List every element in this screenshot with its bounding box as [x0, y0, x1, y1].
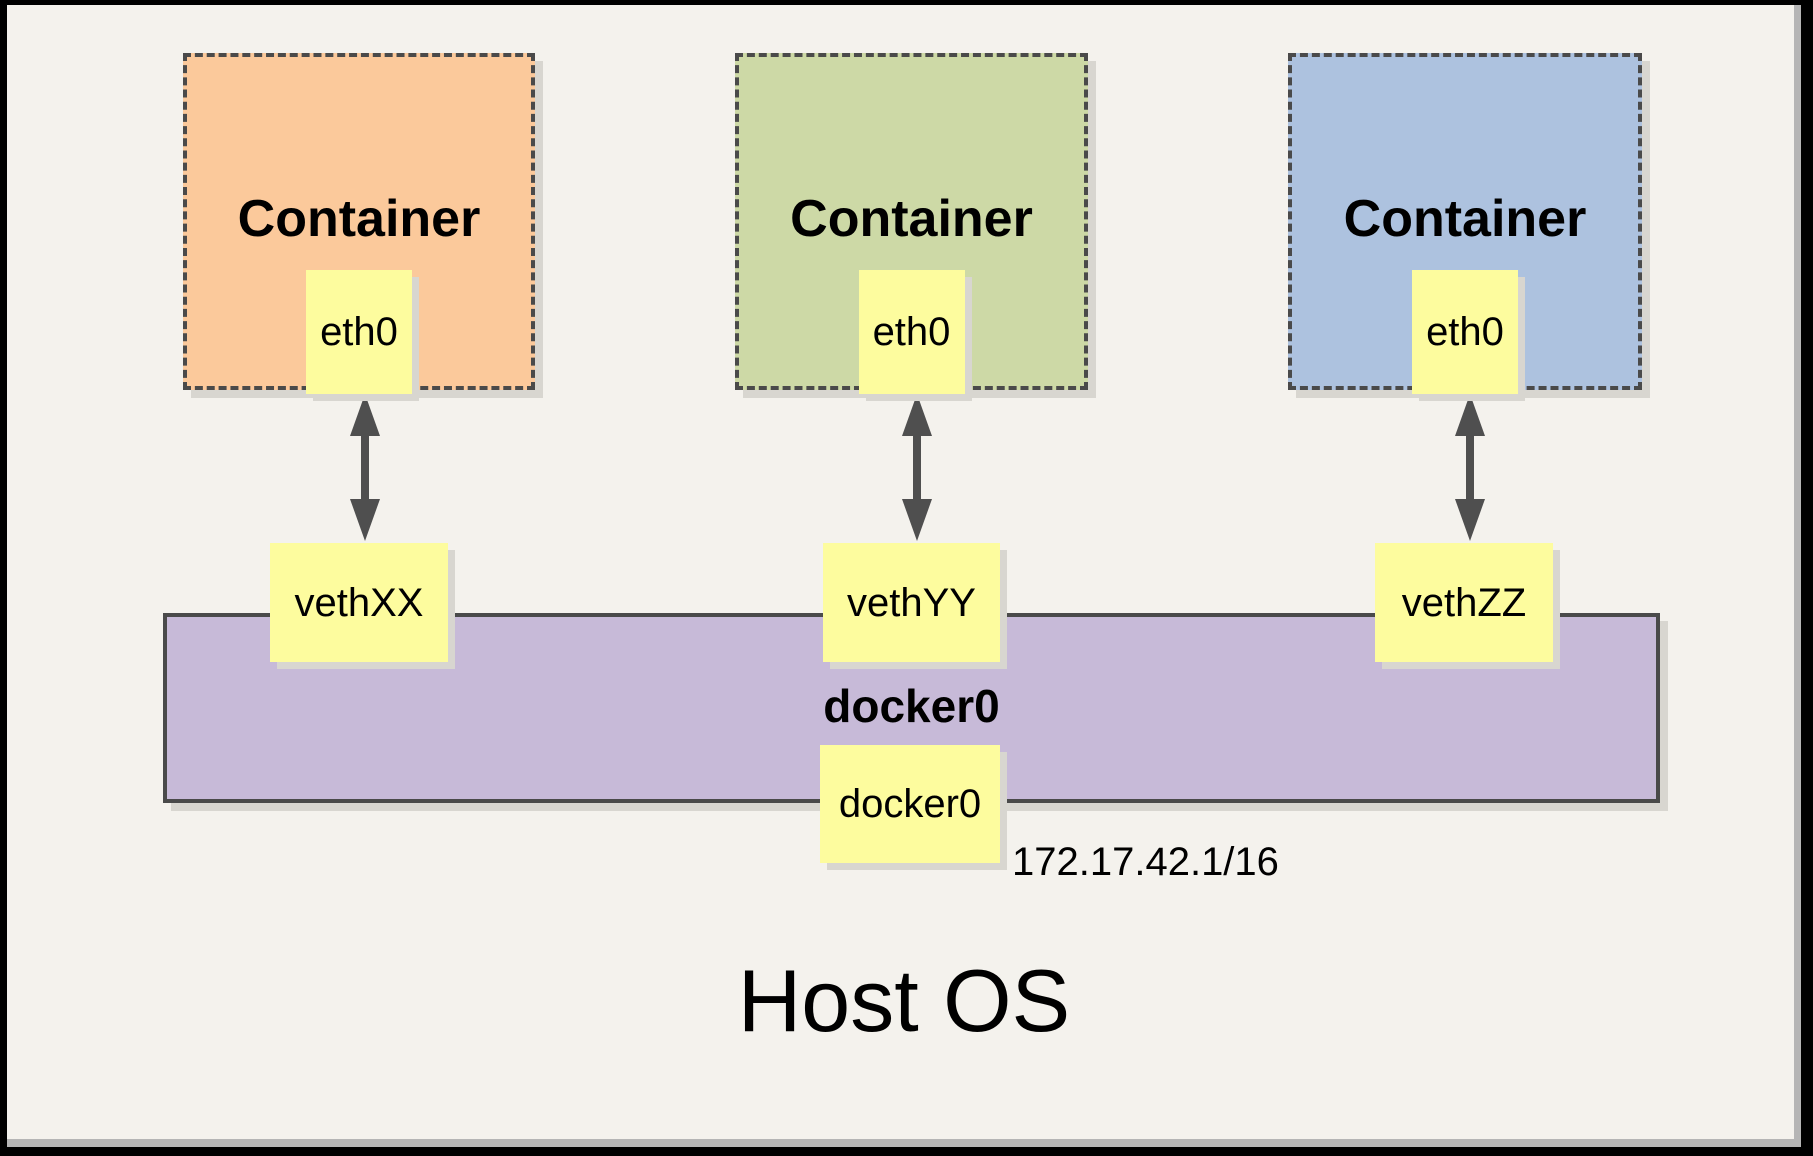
bridge-ip-label: 172.17.42.1/16: [1012, 840, 1279, 884]
eth0-interface-box: eth0: [1412, 270, 1518, 394]
eth0-interface-box: eth0: [858, 270, 965, 394]
container-title: Container: [1343, 190, 1587, 248]
veth-label: vethZZ: [1401, 580, 1527, 625]
veth-interface-box: vethYY: [823, 543, 1000, 662]
host-os-label: Host OS: [737, 951, 1071, 1050]
docker0-interface-box: docker0: [820, 745, 1000, 863]
container-title: Container: [790, 190, 1033, 248]
eth0-label: eth0: [872, 310, 951, 354]
docker0-interface-label: docker0: [838, 782, 982, 826]
bidirectional-arrow-icon: [343, 392, 387, 543]
container-box-2: Container eth0: [735, 53, 1088, 394]
docker0-bridge-title: docker0: [823, 680, 1000, 732]
bidirectional-arrow-icon: [1448, 392, 1492, 543]
bidirectional-arrow-icon: [895, 392, 939, 543]
eth0-label: eth0: [1426, 310, 1504, 354]
eth0-label: eth0: [320, 310, 398, 354]
container-box-3: Container eth0: [1288, 53, 1642, 394]
eth0-interface-box: eth0: [306, 270, 412, 394]
container-box-1: Container eth0: [183, 53, 535, 394]
veth-interface-box: vethZZ: [1375, 543, 1553, 662]
veth-label: vethXX: [294, 580, 424, 625]
veth-label: vethYY: [847, 580, 976, 625]
container-title: Container: [237, 190, 481, 248]
veth-interface-box: vethXX: [270, 543, 448, 662]
